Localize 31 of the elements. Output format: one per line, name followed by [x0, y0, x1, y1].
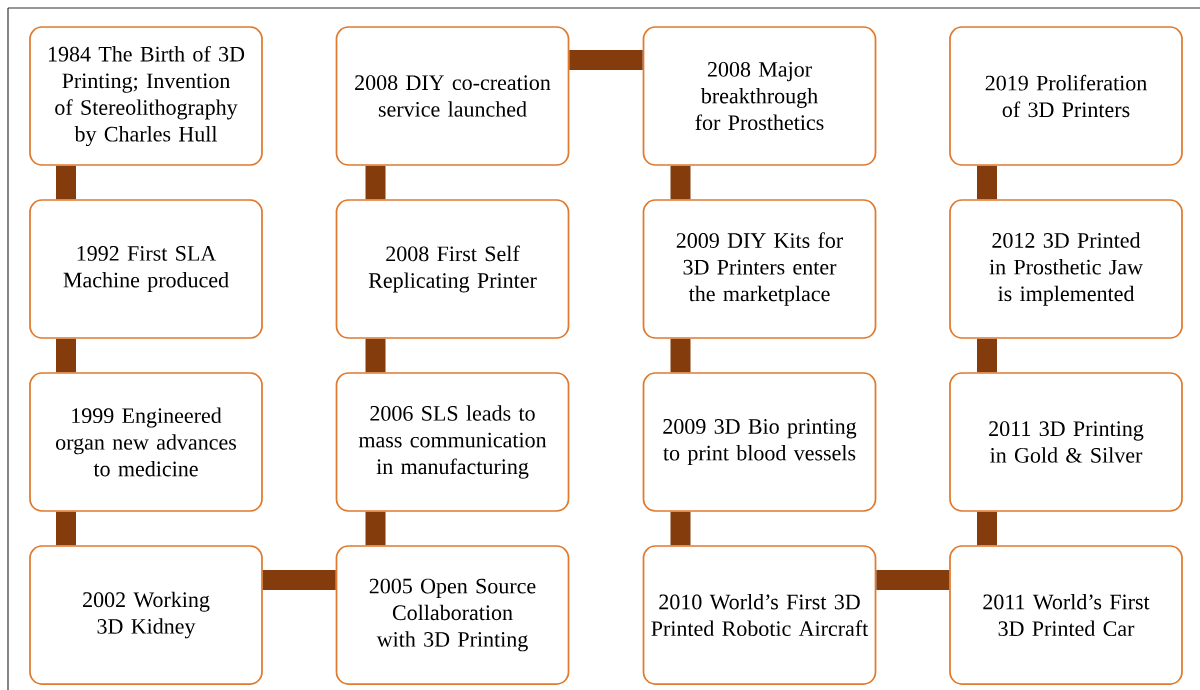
connector-bar	[977, 338, 997, 373]
connector-bar	[56, 165, 76, 200]
event-box: 2012 3D Printed in Prosthetic Jaw is implemented	[949, 199, 1183, 339]
event-box: 2005 Open Source Collaboration with 3D Printing	[335, 545, 570, 685]
event-box: 2008 Major breakthrough for Prosthetics	[642, 26, 877, 166]
connector-bar	[56, 338, 76, 373]
event-box: 2002 Working 3D Kidney	[29, 545, 263, 685]
connector-bar	[365, 165, 386, 200]
event-box: 2011 3D Printing in Gold & Silver	[949, 372, 1183, 512]
connector-bar	[670, 165, 691, 200]
connector-bar	[977, 165, 997, 200]
connector-bar	[365, 338, 386, 373]
connector-bar	[670, 511, 691, 546]
connector-bar	[56, 511, 76, 546]
event-box: 2009 3D Bio printing to print blood vessels	[642, 372, 877, 512]
event-box: 2011 World’s First 3D Printed Car	[949, 545, 1183, 685]
event-box: 1999 Engineered organ new advances to medicine	[29, 372, 263, 512]
event-box: 2008 DIY co-creation service launched	[335, 26, 570, 166]
event-box: 1984 The Birth of 3D Printing; Invention of Stereolithography by Charles Hull	[29, 26, 263, 166]
connector-bar	[876, 570, 950, 590]
connector-bar	[262, 570, 336, 590]
connector-bar	[977, 511, 997, 546]
event-box: 2006 SLS leads to mass communication in manufacturing	[335, 372, 570, 512]
connector-bar	[365, 511, 386, 546]
connector-bar	[670, 338, 691, 373]
event-box: 2010 World’s First 3D Printed Robotic Aircraft	[642, 545, 877, 685]
event-box: 1992 First SLA Machine produced	[29, 199, 263, 339]
event-box: 2008 First Self Replicating Printer	[335, 199, 570, 339]
event-box: 2009 DIY Kits for 3D Printers enter the marketplace	[642, 199, 877, 339]
event-box: 2019 Proliferation of 3D Printers	[949, 26, 1183, 166]
connector-bar	[569, 50, 643, 70]
